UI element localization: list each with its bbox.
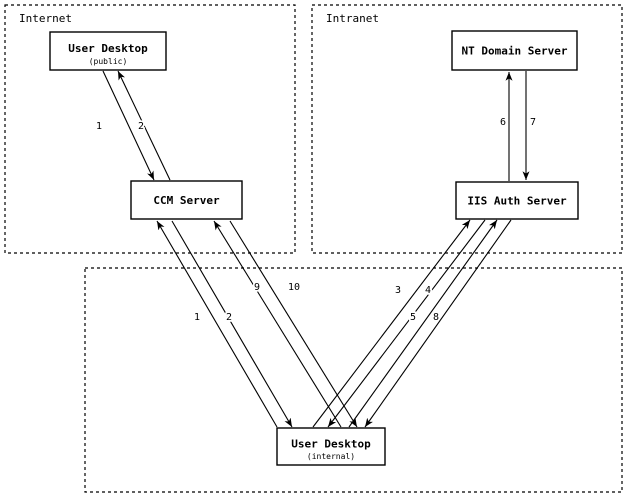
node-title-user-desktop-public: User Desktop xyxy=(68,42,148,55)
zone-label-intranet: Intranet xyxy=(326,12,379,25)
edge-label-halo-edge-5: 5 xyxy=(410,312,416,323)
edge-label-edge-2-public: 2 xyxy=(138,121,144,132)
edge-label-edge-1-internal: 1 xyxy=(194,312,200,323)
node-title-nt-domain-server: NT Domain Server xyxy=(462,45,568,58)
node-title-user-desktop-internal: User Desktop xyxy=(291,438,371,451)
edge-label-halo-edge-7: 7 xyxy=(530,117,536,128)
node-box-user-desktop-internal xyxy=(276,427,386,466)
node-ccm-server[interactable]: CCM Server xyxy=(130,180,243,220)
edge-label-edge-8: 8 xyxy=(433,312,439,323)
edge-label-edge-2-internal: 2 xyxy=(226,312,232,323)
edge-edge-3 xyxy=(312,219,471,428)
zone-boundaries: Internet Intranet xyxy=(4,4,623,493)
node-user-desktop-internal[interactable]: User Desktop(internal) xyxy=(276,427,386,466)
edge-label-halo-edge-4: 4 xyxy=(425,285,431,296)
edge-edge-2-internal xyxy=(171,220,293,428)
edge-edge-1-public xyxy=(102,70,155,181)
edge-label-halo-edge-8: 8 xyxy=(433,312,439,323)
edge-label-edge-7: 7 xyxy=(530,117,536,128)
node-box-ccm-server xyxy=(130,180,243,220)
edge-label-halo-edge-2-public: 2 xyxy=(138,121,144,132)
node-box-nt-domain-server xyxy=(451,30,578,71)
edge-label-halo-edge-2-internal: 2 xyxy=(226,312,232,323)
edge-edge-10 xyxy=(229,220,358,428)
node-subtitle-user-desktop-public: (public) xyxy=(89,57,128,66)
diagram-nodes: User Desktop (public) CCM Server NT Domain … xyxy=(49,30,579,466)
node-user-desktop-public[interactable]: User Desktop (public) xyxy=(49,31,167,71)
edge-label-halo-edge-9: 9 xyxy=(254,282,260,293)
edge-label-edge-4: 4 xyxy=(425,285,431,296)
node-iis-auth-server[interactable]: IIS Auth Server xyxy=(455,181,579,220)
node-box-iis-auth-server xyxy=(455,181,579,220)
edge-edge-2-public xyxy=(117,70,171,181)
edge-label-edge-1-public: 1 xyxy=(96,121,102,132)
edge-label-halo-edge-10: 10 xyxy=(288,282,300,293)
edge-edge-8 xyxy=(364,219,512,428)
node-box-user-desktop-public xyxy=(49,31,167,71)
node-subtitle-user-desktop-internal: (internal) xyxy=(307,452,355,461)
node-title-iis-auth-server: IIS Auth Server xyxy=(467,195,567,208)
edge-label-edge-5: 5 xyxy=(410,312,416,323)
edge-edge-5 xyxy=(348,219,498,428)
node-nt-domain-server[interactable]: NT Domain Server xyxy=(451,30,578,71)
edge-label-halo-edge-3: 3 xyxy=(395,285,401,296)
edge-label-edge-10: 10 xyxy=(288,282,300,293)
node-title-ccm-server: CCM Server xyxy=(153,194,220,207)
edge-label-halo-edge-1-public: 1 xyxy=(96,121,102,132)
edge-label-edge-9: 9 xyxy=(254,282,260,293)
zone-boundary-internet xyxy=(4,4,296,254)
edge-label-edge-3: 3 xyxy=(395,285,401,296)
edge-label-halo-edge-6: 6 xyxy=(500,117,506,128)
zone-label-internet: Internet xyxy=(19,12,72,25)
zone-boundary-internal xyxy=(84,267,623,493)
edge-edge-4 xyxy=(327,219,486,428)
zone-boundary-intranet xyxy=(311,4,623,254)
edge-label-edge-6: 6 xyxy=(500,117,506,128)
connection-edges xyxy=(102,70,530,428)
edge-edge-1-internal xyxy=(156,220,278,428)
edge-label-halo-edge-1-internal: 1 xyxy=(194,312,200,323)
edge-edge-9 xyxy=(213,220,342,428)
